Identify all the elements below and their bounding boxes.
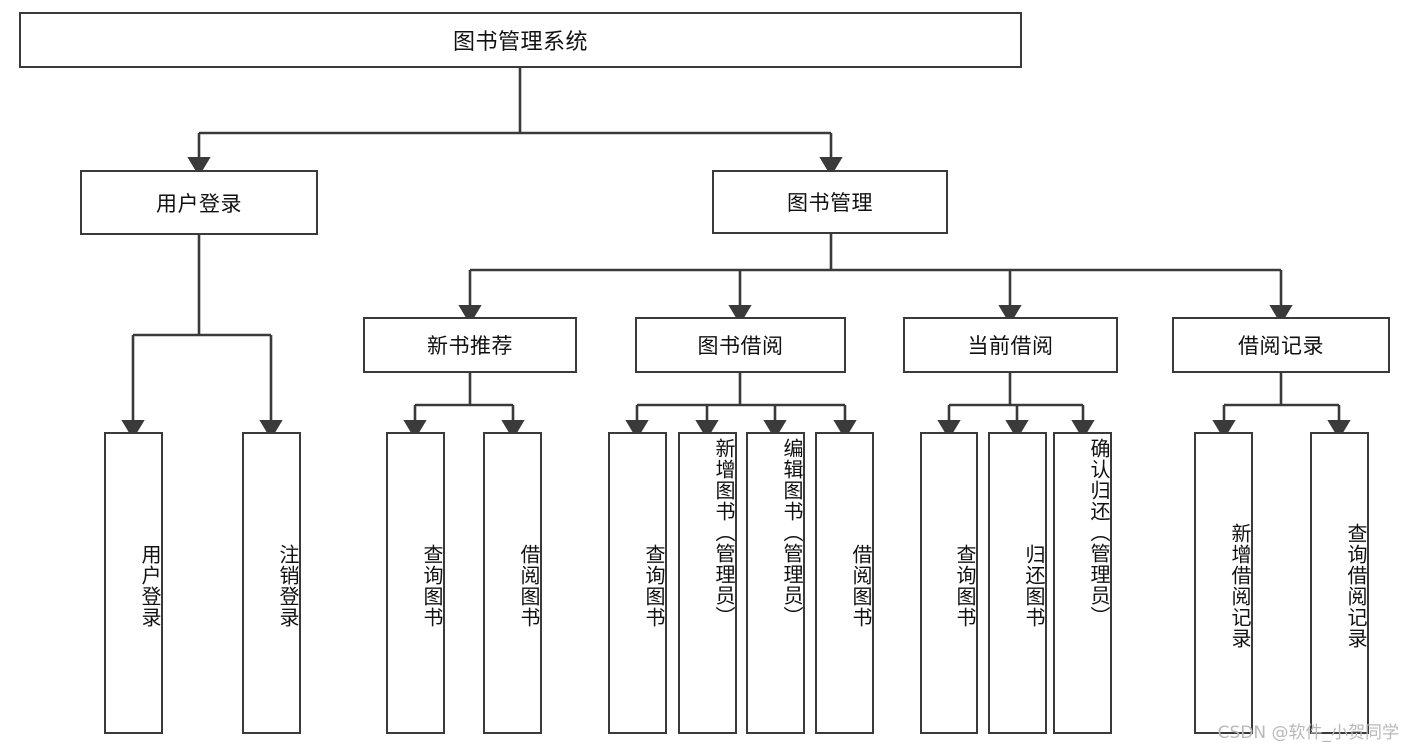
node-label: 图书管理 [787, 191, 873, 215]
node-label: 新增图书（管理员） [712, 438, 736, 627]
node-label: 借阅记录 [1238, 334, 1324, 358]
node-label: 用户登录 [156, 191, 242, 216]
leaf-add-book-admin[interactable]: 新增图书（管理员） [678, 432, 737, 734]
node-label: 查询图书 [642, 544, 666, 628]
node-label: 借阅图书 [849, 544, 873, 628]
leaf-edit-book-admin[interactable]: 编辑图书（管理员） [746, 432, 805, 734]
leaf-add-borrow-record[interactable]: 新增借阅记录 [1194, 432, 1253, 734]
node-label: 当前借阅 [967, 334, 1054, 358]
node-label: 编辑图书（管理员） [780, 438, 804, 627]
leaf-user-login[interactable]: 用户登录 [104, 432, 163, 734]
leaf-query-book-borrow[interactable]: 查询图书 [608, 432, 667, 734]
node-label: 图书借阅 [697, 334, 784, 358]
node-label: 确认归还（管理员） [1087, 438, 1111, 627]
watermark: CSDN @软件_小贺同学 [1217, 723, 1399, 743]
leaf-query-borrow-record[interactable]: 查询借阅记录 [1310, 432, 1369, 734]
node-user-login[interactable]: 用户登录 [80, 170, 318, 235]
leaf-logout[interactable]: 注销登录 [242, 432, 301, 734]
node-label: 查询借阅记录 [1344, 523, 1368, 649]
node-book-borrowing[interactable]: 图书借阅 [635, 317, 846, 373]
node-label: 新书推荐 [427, 334, 513, 358]
node-book-management[interactable]: 图书管理 [712, 170, 948, 234]
node-label: 图书管理系统 [452, 30, 588, 55]
node-label: 用户登录 [138, 544, 162, 628]
node-new-book-recommendation[interactable]: 新书推荐 [363, 317, 577, 373]
leaf-borrow-book[interactable]: 借阅图书 [815, 432, 874, 734]
node-label: 借阅图书 [517, 544, 541, 628]
leaf-query-book-rec[interactable]: 查询图书 [386, 432, 445, 734]
node-label: 查询图书 [953, 544, 977, 628]
leaf-borrow-book-rec[interactable]: 借阅图书 [483, 432, 542, 734]
leaf-return-book[interactable]: 归还图书 [988, 432, 1047, 734]
leaf-query-book-current[interactable]: 查询图书 [920, 432, 978, 734]
node-label: 归还图书 [1022, 544, 1046, 628]
node-label: 查询图书 [420, 544, 444, 628]
node-current-borrowing[interactable]: 当前借阅 [903, 317, 1118, 373]
node-label: 注销登录 [276, 544, 300, 628]
node-borrow-records[interactable]: 借阅记录 [1172, 317, 1390, 373]
leaf-confirm-return-admin[interactable]: 确认归还（管理员） [1053, 432, 1112, 734]
node-label: 新增借阅记录 [1228, 523, 1252, 649]
node-root-system[interactable]: 图书管理系统 [19, 12, 1022, 68]
